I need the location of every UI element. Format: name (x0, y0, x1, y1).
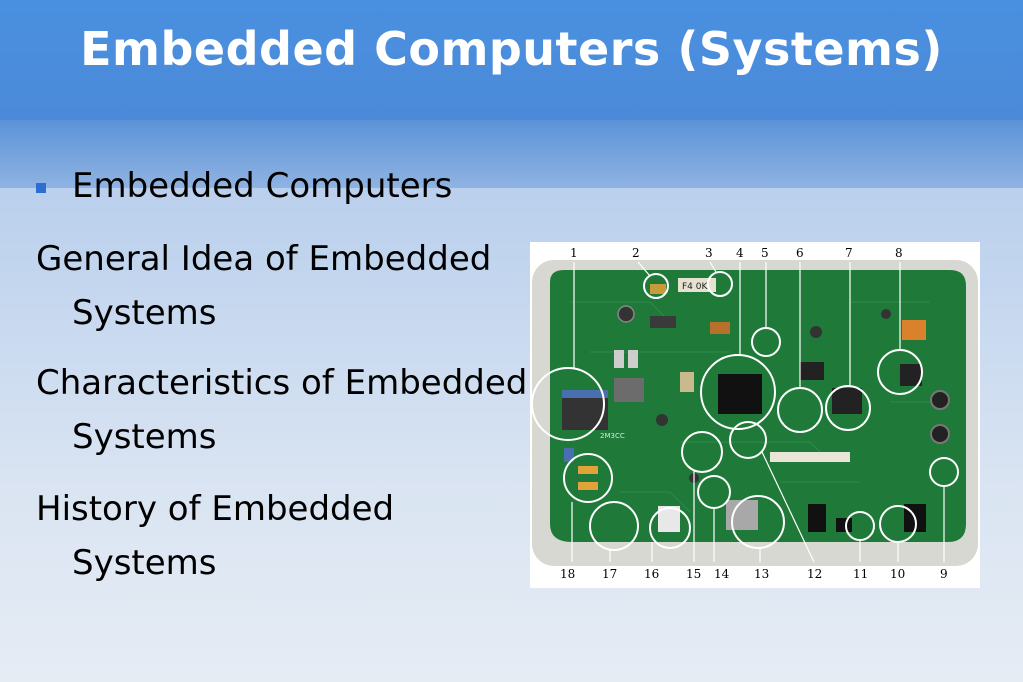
board-label (678, 278, 716, 292)
callout-label-5: 5 (761, 246, 769, 260)
slide-title: Embedded Computers (Systems) (80, 22, 943, 76)
title-bar (0, 0, 1023, 120)
bullet-square-icon (36, 183, 46, 193)
callout-label-18: 18 (560, 567, 575, 581)
callout-label-14: 14 (714, 567, 730, 581)
circuit-board-image: F4 0K 2M3CC (530, 242, 980, 588)
circuit-board-photo: F4 0K 2M3CC (530, 242, 980, 588)
callout-label-1: 1 (570, 246, 578, 260)
callout-label-10: 10 (890, 567, 905, 581)
callout-label-8: 8 (895, 246, 903, 260)
cpu-chip (718, 374, 762, 414)
callout-label-12: 12 (807, 567, 822, 581)
title-bar-band (0, 120, 1023, 188)
bullet-item: Embedded Computers (72, 166, 453, 206)
callout-label-13: 13 (754, 567, 769, 581)
callout-label-2: 2 (632, 246, 640, 260)
chip-text: 2M3CC (600, 432, 625, 440)
callout-label-7: 7 (845, 246, 853, 260)
list-item-history: History of Embedded Systems (36, 489, 395, 583)
callout-label-9: 9 (940, 567, 948, 581)
callout-label-17: 17 (602, 567, 617, 581)
callout-label-15: 15 (686, 567, 701, 581)
callout-label-4: 4 (736, 246, 744, 260)
callout-label-6: 6 (796, 246, 804, 260)
board-text: F4 0K (682, 282, 708, 292)
list-item-general-idea: General Idea of Embedded Systems (36, 239, 492, 333)
list-item-characteristics: Characteristics of Embedded Systems (36, 363, 528, 457)
callout-label-3: 3 (705, 246, 713, 260)
callout-label-11: 11 (853, 567, 868, 581)
callout-label-16: 16 (644, 567, 659, 581)
